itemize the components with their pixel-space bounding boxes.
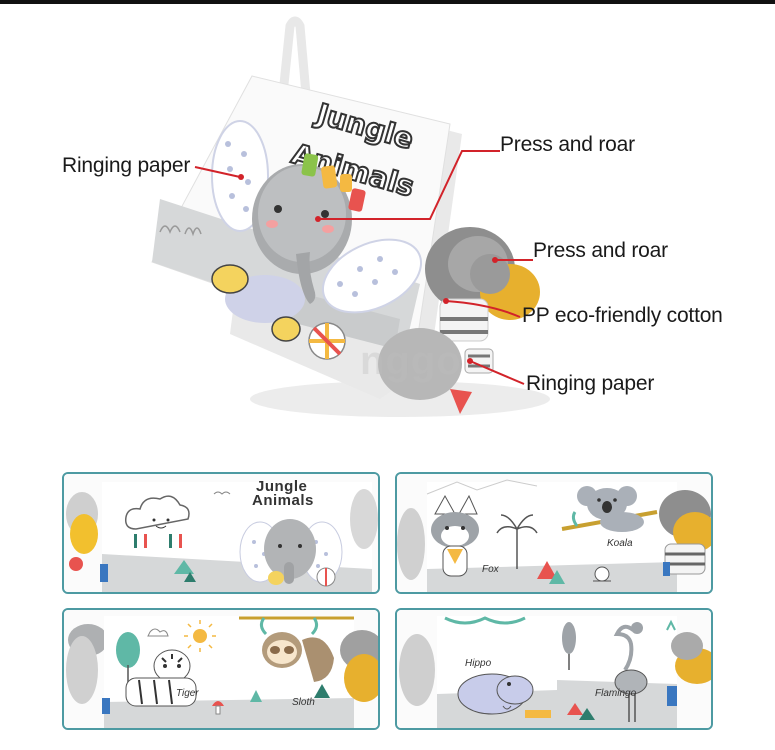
panel3-label-sloth: Sloth — [292, 697, 315, 708]
panel2-label-fox: Fox — [482, 564, 499, 575]
panel-hippo-flamingo-spread: Hippo Flamingo — [395, 608, 713, 730]
top-edge-bar — [0, 0, 775, 4]
callout-pp-cotton: PP eco-friendly cotton — [522, 304, 723, 327]
callout-press-and-roar-right: Press and roar — [533, 239, 668, 262]
fox-koala-illustration — [397, 474, 711, 592]
panel2-label-koala: Koala — [607, 538, 633, 549]
panel-tiger-sloth-spread: Tiger Sloth — [62, 608, 380, 730]
panel4-label-hippo: Hippo — [465, 658, 492, 669]
cloth-book-illustration: Jungle Animals — [151, 16, 550, 417]
callout-ringing-paper-left: Ringing paper — [62, 154, 191, 177]
panel-fox-koala-spread: Koala Fox — [395, 472, 713, 594]
panel-cover-spread: Jungle Animals — [62, 472, 380, 594]
callout-ringing-paper-bottom: Ringing paper — [526, 372, 655, 395]
cover-spread-illustration — [64, 474, 378, 592]
panel1-title-line1: Jungle — [256, 478, 308, 495]
callout-press-and-roar-top: Press and roar — [500, 133, 635, 156]
panel4-label-flamingo: Flamingo — [595, 688, 637, 699]
tiger-sloth-illustration — [64, 610, 378, 728]
panel3-label-tiger: Tiger — [176, 688, 199, 699]
watermark-text: nggo — [360, 339, 462, 383]
hippo-flamingo-illustration — [397, 610, 711, 728]
panel1-title-line2: Animals — [252, 492, 314, 509]
hero-product-image: Jungle Animals — [0, 4, 775, 450]
